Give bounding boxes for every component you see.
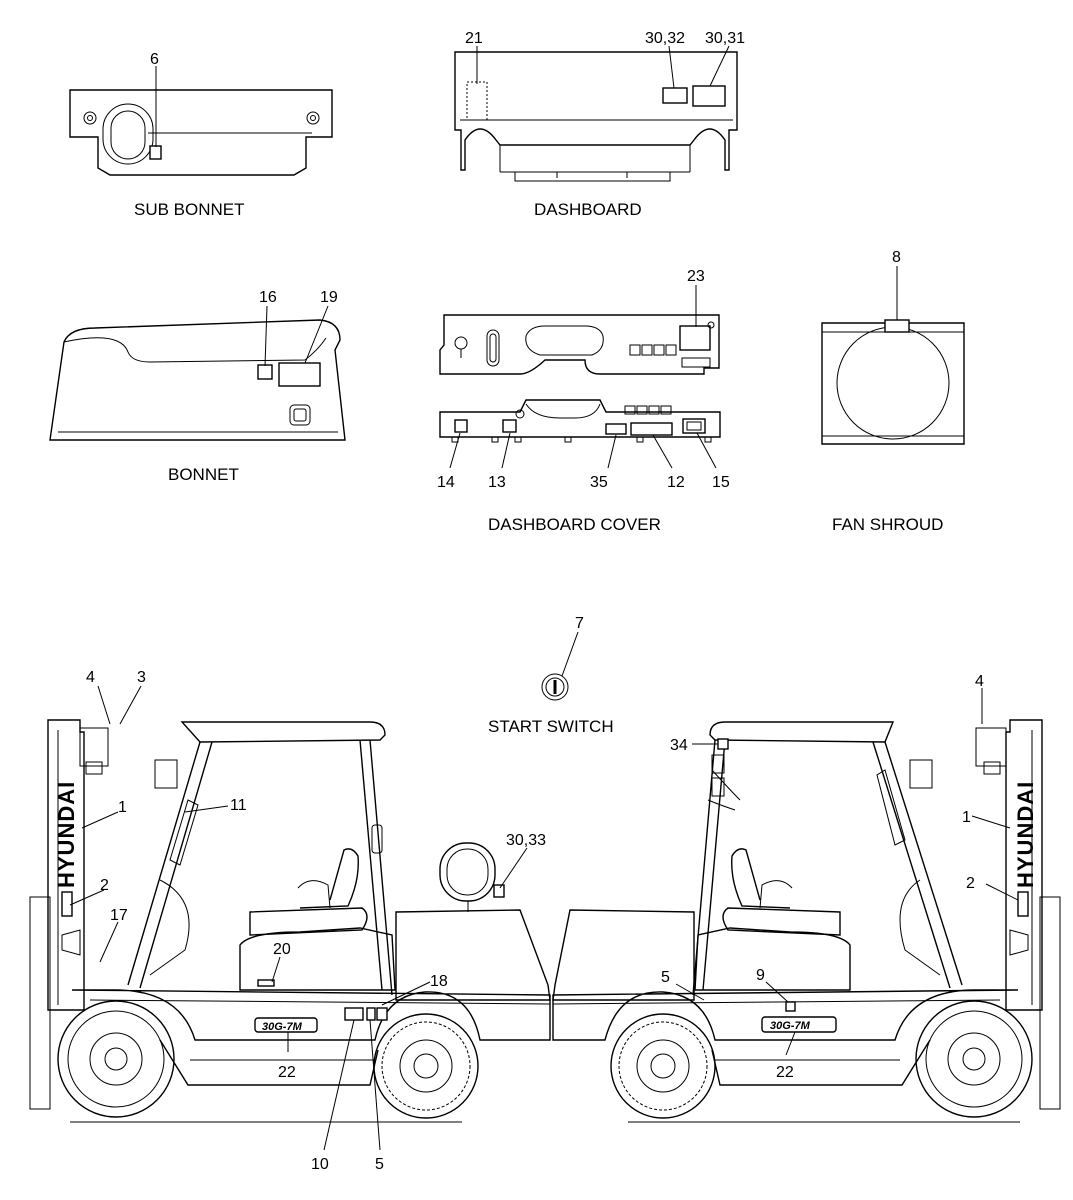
- callout-35: 35: [590, 474, 608, 491]
- dashboard-cover-front-drawing: 14 13 35 12 15 DASHBOARD COVER: [437, 399, 730, 534]
- left-callout-3: 3: [137, 669, 146, 686]
- left-callout-20: 20: [273, 941, 291, 958]
- callout-30-32: 30,32: [645, 30, 685, 47]
- right-model-label: 30G-7M: [770, 1020, 811, 1032]
- right-callout-34: 34: [670, 737, 688, 754]
- left-forklift-drawing: HYUNDAI: [29, 669, 551, 1173]
- callout-19: 19: [320, 289, 338, 306]
- right-callout-4: 4: [975, 673, 984, 690]
- right-callout-5: 5: [661, 969, 670, 986]
- callout-21: 21: [465, 30, 483, 47]
- left-mast-brand: HYUNDAI: [54, 781, 79, 888]
- left-callout-4: 4: [86, 669, 95, 686]
- callout-14: 14: [437, 474, 455, 491]
- right-callout-2: 2: [966, 875, 975, 892]
- left-callout-30-33: 30,33: [506, 832, 546, 849]
- left-callout-5: 5: [375, 1156, 384, 1173]
- sub-bonnet-caption: SUB BONNET: [134, 200, 245, 219]
- callout-16: 16: [259, 289, 277, 306]
- right-forklift-drawing: HYUNDAI: [552, 673, 1061, 1123]
- dashboard-cover-caption: DASHBOARD COVER: [488, 515, 661, 534]
- callout-23: 23: [687, 268, 705, 285]
- start-switch-drawing: 7 START SWITCH: [488, 615, 614, 736]
- left-callout-2: 2: [100, 877, 109, 894]
- left-callout-1: 1: [118, 799, 127, 816]
- bonnet-drawing: 16 19 BONNET: [49, 289, 346, 484]
- dashboard-drawing: 21 30,32 30,31 DASHBOARD: [454, 30, 745, 219]
- right-callout-22: 22: [776, 1064, 794, 1081]
- fan-shroud-drawing: 8 FAN SHROUD: [821, 249, 965, 534]
- left-callout-17: 17: [110, 907, 128, 924]
- left-callout-22: 22: [278, 1064, 296, 1081]
- start-switch-caption: START SWITCH: [488, 717, 614, 736]
- bonnet-caption: BONNET: [168, 465, 239, 484]
- callout-6: 6: [150, 51, 159, 68]
- right-callout-9: 9: [756, 967, 765, 984]
- callout-12: 12: [667, 474, 685, 491]
- sub-bonnet-drawing: 6 SUB BONNET: [69, 51, 333, 219]
- right-mast-brand: HYUNDAI: [1013, 781, 1038, 888]
- left-callout-18: 18: [430, 973, 448, 990]
- dashboard-cover-top-drawing: 23: [439, 268, 720, 375]
- callout-30-31: 30,31: [705, 30, 745, 47]
- callout-15: 15: [712, 474, 730, 491]
- dashboard-caption: DASHBOARD: [534, 200, 642, 219]
- left-callout-11: 11: [230, 797, 247, 814]
- right-callout-1: 1: [962, 809, 971, 826]
- left-model-label: 30G-7M: [262, 1021, 303, 1033]
- callout-8: 8: [892, 249, 901, 266]
- callout-7: 7: [575, 615, 584, 632]
- left-callout-10: 10: [311, 1156, 329, 1173]
- fan-shroud-caption: FAN SHROUD: [832, 515, 943, 534]
- callout-13: 13: [488, 474, 506, 491]
